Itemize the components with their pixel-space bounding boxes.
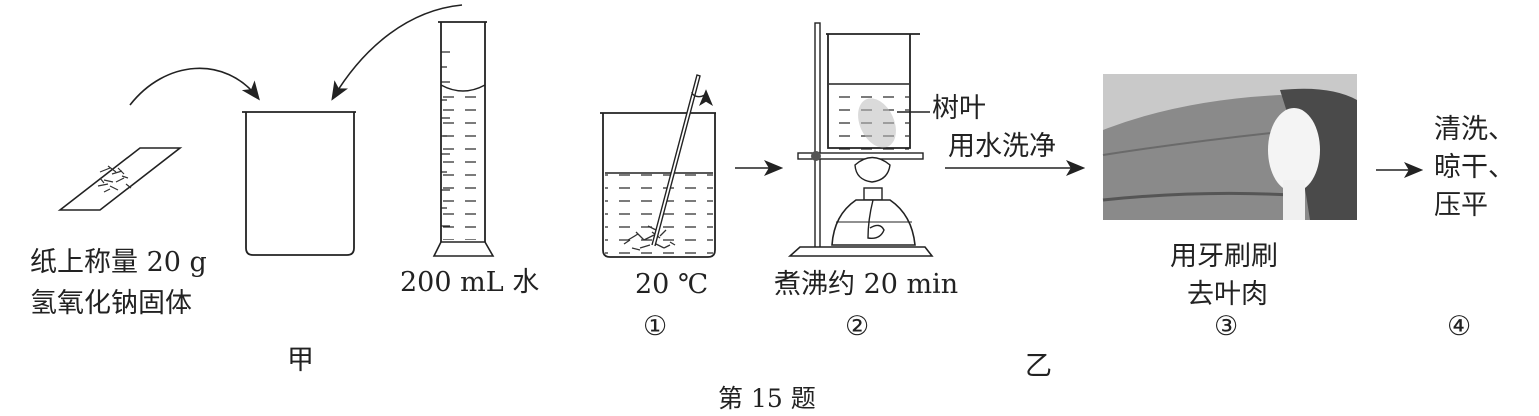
stir-rotation-icon <box>691 89 713 107</box>
flame <box>854 156 891 183</box>
step4-label-line3: 压平 <box>1434 190 1488 221</box>
toothbrush-photo <box>1102 74 1357 220</box>
iron-stand-rod <box>814 22 821 249</box>
water-volume-label: 200 mL 水 <box>400 267 540 298</box>
step4-number: ④ <box>1447 311 1472 342</box>
wash-label: 用水洗净 <box>948 131 1056 162</box>
leaf-label: 树叶 <box>932 93 986 124</box>
step1-beaker <box>600 74 716 258</box>
step4-label-line1: 清洗、 <box>1434 114 1515 145</box>
arrow-water-to-beaker <box>331 4 463 101</box>
group-yi-label: 乙 <box>1025 351 1052 382</box>
step2-label: 煮沸约 20 min <box>774 269 959 300</box>
toothbrush-head <box>1268 108 1320 192</box>
step3-label-line1: 用牙刷刷 <box>1170 241 1278 272</box>
leaf-in-beaker <box>858 98 896 148</box>
naoh-label-line2: 氢氧化钠固体 <box>30 288 192 319</box>
step4-label-line2: 晾干、 <box>1434 152 1515 183</box>
step1-temperature: 20 ℃ <box>635 269 709 300</box>
step2-apparatus <box>787 22 934 257</box>
figure-caption: 第 15 题 <box>718 384 816 413</box>
step2-number: ② <box>845 311 870 342</box>
step2-beaker <box>826 33 920 149</box>
naoh-solid <box>97 165 132 193</box>
step3-number: ③ <box>1214 311 1239 342</box>
group-jia-label: 甲 <box>287 345 314 376</box>
iron-ring <box>797 152 924 160</box>
empty-beaker <box>242 111 356 256</box>
iron-stand-base <box>787 246 934 257</box>
step3-label-line2: 去叶肉 <box>1187 279 1268 310</box>
step1-number: ① <box>643 311 668 342</box>
wick <box>867 199 885 240</box>
naoh-label-line1: 纸上称量 20 g <box>30 247 207 278</box>
clamp-knob <box>811 151 821 161</box>
stirring-rod <box>651 74 701 247</box>
arrow-solid-to-beaker <box>129 67 260 106</box>
measuring-cylinder <box>432 21 495 257</box>
weighing-paper <box>57 147 183 211</box>
toothbrush-handle <box>1283 180 1305 220</box>
